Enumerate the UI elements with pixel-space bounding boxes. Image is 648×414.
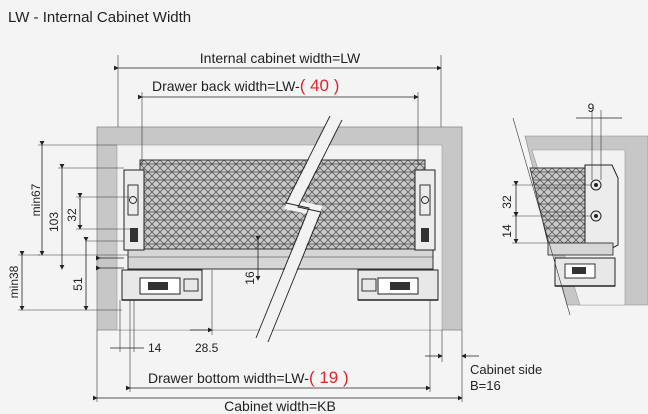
- internal-width-label: Internal cabinet width=LW: [200, 50, 361, 66]
- dim-32-left: 32: [65, 208, 79, 222]
- cabinet-width-label: Cabinet width=KB: [224, 398, 336, 414]
- cabinet-section: [96, 115, 463, 343]
- right-runner: [357, 269, 439, 301]
- dim-9: 9: [588, 101, 595, 115]
- dim-103: 103: [47, 212, 61, 232]
- page-title: LW - Internal Cabinet Width: [8, 9, 191, 26]
- detail-view: 9 32 14: [500, 101, 648, 316]
- dim-min38: min38: [7, 265, 21, 298]
- dim-32-right: 32: [500, 195, 514, 209]
- bottom-small-dimensions: 14 28.5: [110, 270, 219, 355]
- bottom-dimensions: Drawer bottom width=LW-( 19 ) Cabinet wi…: [93, 300, 542, 414]
- dim-16: 16: [243, 271, 257, 285]
- dim-51: 51: [71, 277, 85, 291]
- detail-bracket: [584, 164, 619, 253]
- break-line-right: [267, 119, 343, 343]
- dim-min67: min67: [29, 183, 43, 216]
- dim-28-5: 28.5: [195, 341, 219, 355]
- left-runner: [121, 269, 203, 301]
- left-dimensions: min67 103 32 min38 51: [7, 141, 130, 311]
- drawer-back-mesh: [139, 159, 426, 251]
- top-dimensions: Internal cabinet width=LW Drawer back wi…: [114, 50, 442, 165]
- back-width-label: Drawer back width=LW-( 40 ): [152, 76, 339, 95]
- cabinet-side-value: B=16: [470, 378, 501, 393]
- break-line-left: [255, 115, 331, 339]
- right-side-profile: [414, 169, 436, 251]
- back-width-value: ( 40 ): [300, 76, 340, 95]
- dim-14-bottom: 14: [148, 341, 162, 355]
- dim-16-group: 16: [243, 236, 261, 285]
- bottom-width-label: Drawer bottom width=LW-( 19 ): [148, 368, 349, 387]
- dim-14-right: 14: [500, 224, 514, 238]
- drawer-bottom: [127, 248, 434, 270]
- left-side-profile: [123, 169, 145, 251]
- cabinet-side-label: Cabinet side: [470, 362, 542, 377]
- bottom-width-value: ( 19 ): [309, 368, 349, 387]
